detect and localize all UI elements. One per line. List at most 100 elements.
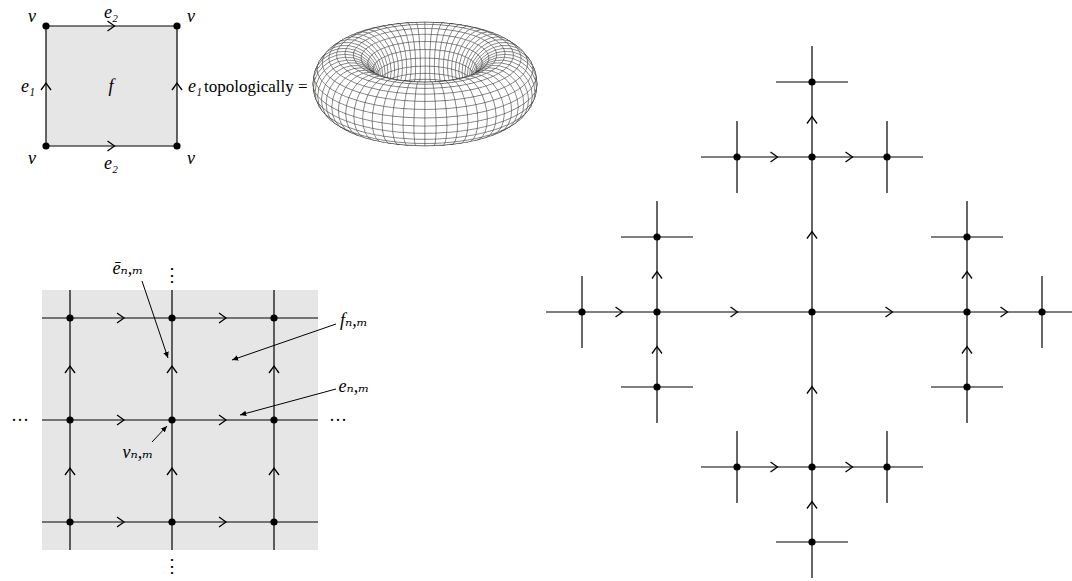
torus-facet <box>445 100 456 109</box>
vertex-dot <box>653 383 660 390</box>
torus-facet <box>414 118 425 126</box>
arrow-mark <box>167 366 177 373</box>
vertex-dot <box>653 233 660 240</box>
torus-facet <box>406 59 411 68</box>
leader-lines <box>142 281 336 442</box>
tree-stub <box>812 541 848 542</box>
torus-facet <box>414 58 425 66</box>
arrow-mark <box>771 462 778 472</box>
torus-facet <box>430 66 435 74</box>
torus-facet <box>383 106 394 116</box>
tree-stub <box>736 121 737 157</box>
arrow-mark <box>616 307 623 317</box>
tree-stub <box>701 466 737 467</box>
torus-facet <box>425 109 436 118</box>
tree-edge <box>657 311 812 312</box>
torus-facet <box>425 133 436 139</box>
vertex-label: v <box>28 149 36 167</box>
torus-facet <box>448 60 453 69</box>
arrow-mark <box>846 462 853 472</box>
leader-line <box>152 426 167 442</box>
tree-stub <box>701 156 737 157</box>
vertex-dot <box>808 78 815 85</box>
torus-facet <box>434 94 445 102</box>
arrow-mark <box>807 387 817 394</box>
arrow-mark <box>807 117 817 124</box>
torus-facet <box>430 73 435 79</box>
torus-facet <box>434 58 439 67</box>
torus-facet <box>446 108 457 117</box>
leader-line <box>240 389 336 415</box>
torus-facet <box>373 105 384 115</box>
vertex-dot <box>733 153 740 160</box>
torus-facet <box>417 24 425 28</box>
torus-facet <box>415 50 420 59</box>
torus-facet <box>406 67 411 75</box>
tree-stub <box>656 201 657 237</box>
tree-stub <box>1042 311 1072 312</box>
torus-facet <box>414 139 425 143</box>
vertex-dot <box>1038 308 1045 315</box>
edge-line <box>46 25 177 26</box>
tree-stub <box>621 236 657 237</box>
relation-text: topologically = <box>204 78 308 95</box>
torus-facet <box>425 82 433 84</box>
arrow-mark <box>117 313 124 323</box>
arrow-mark <box>219 313 226 323</box>
torus-facet <box>430 58 435 66</box>
vertex-dot <box>808 463 815 470</box>
arrow-mark <box>807 502 817 509</box>
torus-facet <box>420 73 425 79</box>
torus-facet <box>425 73 430 79</box>
arrow-mark <box>219 415 226 425</box>
vertex-dot <box>270 314 277 321</box>
torus-facet <box>414 42 425 50</box>
tree-edge <box>656 312 657 387</box>
tree-stub <box>931 236 967 237</box>
torus-facet <box>466 105 477 115</box>
torus-facet <box>425 67 435 74</box>
tree-stub <box>966 387 967 423</box>
vertex-label: v <box>28 7 36 25</box>
arrow-mark <box>65 366 75 373</box>
arrow-mark <box>652 347 662 354</box>
tree-edge <box>811 467 812 542</box>
tree-edge <box>966 237 967 312</box>
torus-facet <box>425 42 431 50</box>
arrow-mark <box>846 152 853 162</box>
torus-facet <box>404 101 415 110</box>
torus-facet <box>406 88 416 94</box>
vertex-dot <box>168 518 175 525</box>
torus-facet <box>414 133 425 139</box>
torus-facet <box>447 116 458 125</box>
torus-facet <box>393 108 404 117</box>
torus-facet <box>425 42 436 50</box>
arrow-mark <box>1001 307 1008 317</box>
tree-stub <box>776 81 812 82</box>
torus-facet <box>420 66 425 73</box>
cayley-tree <box>546 46 1072 578</box>
leader-line <box>232 324 336 360</box>
tree-edge <box>737 466 812 467</box>
torus-facet <box>416 22 425 24</box>
torus-facet <box>411 66 416 74</box>
continuation-dots: ··· <box>11 411 29 429</box>
torus-facet <box>425 84 434 88</box>
torus-facet <box>425 50 430 58</box>
vertex-dot <box>66 416 73 423</box>
torus-facet <box>405 94 416 102</box>
arrow-mark <box>269 366 279 373</box>
tree-edge <box>966 312 967 387</box>
tree-stub <box>546 311 582 312</box>
torus-facet <box>436 117 447 126</box>
torus-facet <box>439 67 444 75</box>
torus-facet <box>415 143 425 145</box>
face-fill <box>46 26 177 146</box>
torus-facet <box>436 109 447 118</box>
torus-facet <box>476 103 487 113</box>
torus-facet <box>425 126 436 133</box>
tree-edge <box>812 156 887 157</box>
torus-facet <box>443 67 448 75</box>
torus-facet <box>425 74 434 80</box>
torus-facet <box>457 115 468 124</box>
